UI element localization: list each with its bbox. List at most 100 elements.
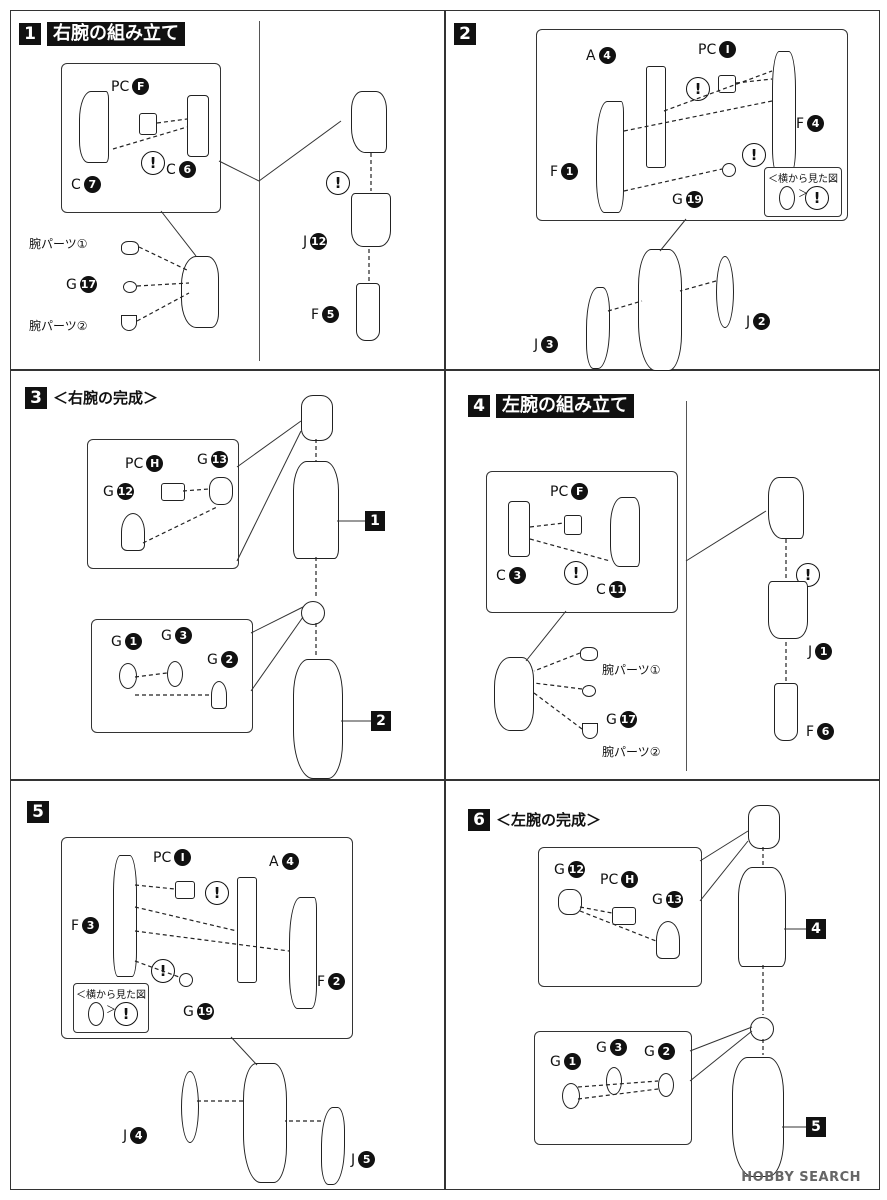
step-number: 1 — [19, 23, 41, 45]
part-pc-i — [175, 881, 195, 899]
part-lower-arm-assembled — [293, 659, 343, 779]
part-a4 — [646, 66, 666, 168]
part-c3 — [508, 501, 530, 557]
part-elbow-joint — [750, 1017, 774, 1041]
assembly-lines — [134, 884, 321, 1122]
caution-icon: ! — [205, 881, 229, 905]
part-arm2 — [121, 315, 137, 331]
part-pc-h — [161, 483, 185, 501]
part-lower-arm-assembled — [732, 1057, 784, 1177]
part-g12 — [558, 889, 582, 915]
part-shoulder — [748, 805, 780, 849]
part-j12 — [351, 193, 391, 247]
part-j3 — [586, 287, 610, 369]
part-j1 — [768, 581, 808, 639]
part-lower-arm — [243, 1063, 287, 1183]
part-f4 — [772, 51, 796, 173]
part-label-arm2: 腕パーツ② — [602, 745, 661, 759]
part-pc-h — [612, 907, 636, 925]
row-divider-1 — [11, 369, 879, 371]
part-g13 — [656, 921, 680, 959]
part-shoulder — [351, 91, 387, 153]
part-label-arm1: 腕パーツ① — [602, 663, 661, 677]
part-shoulder — [301, 395, 333, 441]
part-lower-arm — [638, 249, 682, 371]
part-pc-i — [718, 75, 736, 93]
part-c6 — [187, 95, 209, 157]
side-view-box: ＜横から見た図＞ ! — [764, 167, 842, 217]
caution-icon: ! — [114, 1002, 138, 1026]
part-a4 — [237, 877, 257, 983]
ref-step-5: 5 — [806, 1117, 826, 1137]
part-g2 — [658, 1073, 674, 1097]
part-g19 — [722, 163, 736, 177]
part-arm2 — [582, 723, 598, 739]
part-upper-arm — [181, 256, 219, 328]
part-label-arm2: 腕パーツ② — [29, 319, 88, 333]
part-shoulder — [768, 477, 804, 539]
caution-icon: ! — [805, 186, 829, 210]
step-title: 左腕の組み立て — [496, 394, 634, 418]
part-j4 — [181, 1071, 199, 1143]
part-g17 — [123, 281, 137, 293]
step-title: ＜右腕の完成＞ — [53, 389, 159, 407]
part-upper-arm-assembled — [738, 867, 786, 967]
ref-step-1: 1 — [365, 511, 385, 531]
part-g3 — [167, 661, 183, 687]
part-arm1 — [580, 647, 598, 661]
assembly-lines — [525, 510, 787, 730]
row-divider-2 — [11, 779, 879, 781]
part-f5 — [356, 283, 380, 341]
part-g19 — [179, 973, 193, 987]
watermark: HOBBY SEARCH — [741, 1170, 861, 1185]
part-g12 — [121, 513, 145, 551]
part-f3 — [113, 855, 137, 977]
side-view-label: ＜横から見た図＞ — [76, 990, 146, 1016]
part-f6 — [774, 683, 798, 741]
part-g1 — [562, 1083, 580, 1109]
vertical-divider — [444, 11, 446, 1189]
caution-icon: ! — [326, 171, 350, 195]
side-view-ball — [779, 186, 795, 210]
caution-icon: ! — [742, 143, 766, 167]
step-number: 3 — [25, 387, 47, 409]
part-upper-arm — [494, 657, 534, 731]
step-number: 4 — [468, 395, 490, 417]
step-number: 5 — [27, 801, 49, 823]
assembly-lines — [577, 830, 806, 1128]
sub-divider — [259, 21, 260, 361]
part-elbow-joint — [301, 601, 325, 625]
step-title: 右腕の組み立て — [47, 22, 185, 46]
side-view-label: ＜横から見た図＞ — [768, 174, 838, 200]
caution-icon: ! — [686, 77, 710, 101]
part-c7 — [79, 91, 109, 163]
part-pc-f — [564, 515, 582, 535]
